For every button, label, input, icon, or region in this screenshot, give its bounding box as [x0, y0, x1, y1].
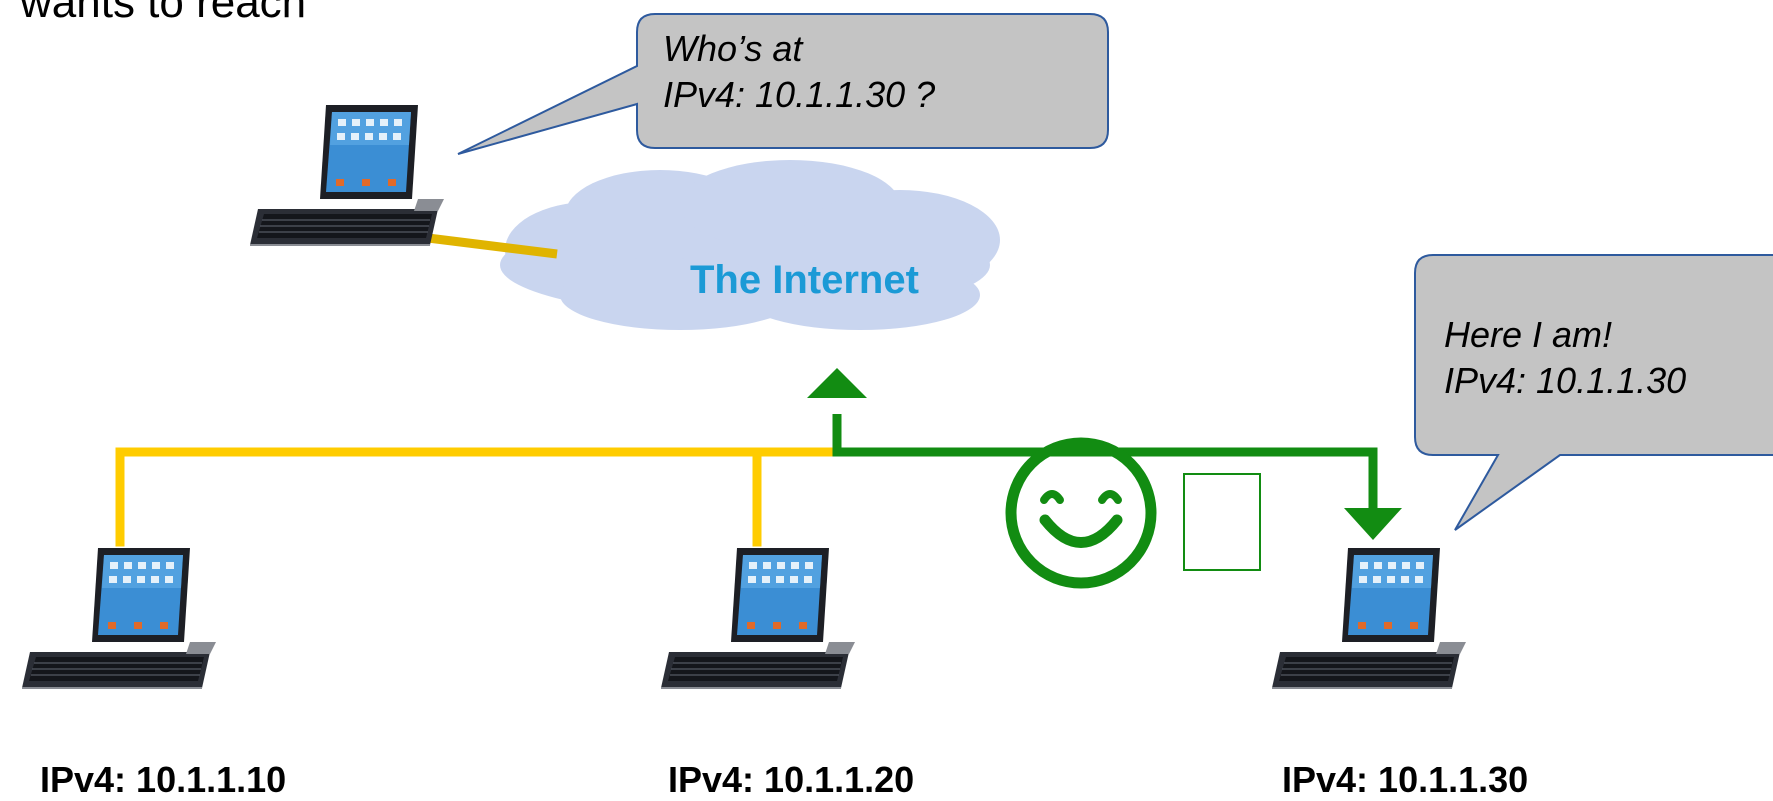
- laptop-icon-requester: [249, 104, 445, 246]
- reply-bubble: [1414, 254, 1773, 531]
- host-2-ip-label: IPv4: 10.1.1.20: [668, 759, 915, 800]
- laptop-icon-host-3: [1271, 547, 1467, 689]
- heading-fragment: wants to reach: [20, 0, 307, 27]
- reply-line-1: Here I am!: [1444, 314, 1613, 355]
- laptop-icon-host-2: [660, 547, 856, 689]
- internet-cloud: [500, 160, 1000, 330]
- query-line-1: Who’s at: [663, 28, 803, 69]
- query-bubble: [457, 13, 1109, 155]
- uplink-line: [419, 232, 558, 259]
- query-bubble-text: Who’s at IPv4: 10.1.1.30 ?: [663, 26, 935, 118]
- reply-path: [807, 368, 1402, 540]
- laptop-icon-host-1: [21, 547, 217, 689]
- query-line-2: IPv4: 10.1.1.30 ?: [663, 74, 936, 115]
- internet-label: The Internet: [690, 258, 919, 302]
- empty-box-icon: [1183, 473, 1261, 571]
- reply-line-2: IPv4: 10.1.1.30: [1444, 360, 1687, 401]
- reply-bubble-text: Here I am! IPv4: 10.1.1.30: [1444, 312, 1686, 404]
- arrow-up-icon: [807, 368, 867, 398]
- host-3-ip-label: IPv4: 10.1.1.30: [1282, 759, 1529, 800]
- arrow-down-icon: [1344, 508, 1402, 540]
- smiley-icon: [1005, 437, 1157, 589]
- host-1-ip-label: IPv4: 10.1.1.10: [40, 759, 287, 800]
- lan-bus: [115, 447, 842, 547]
